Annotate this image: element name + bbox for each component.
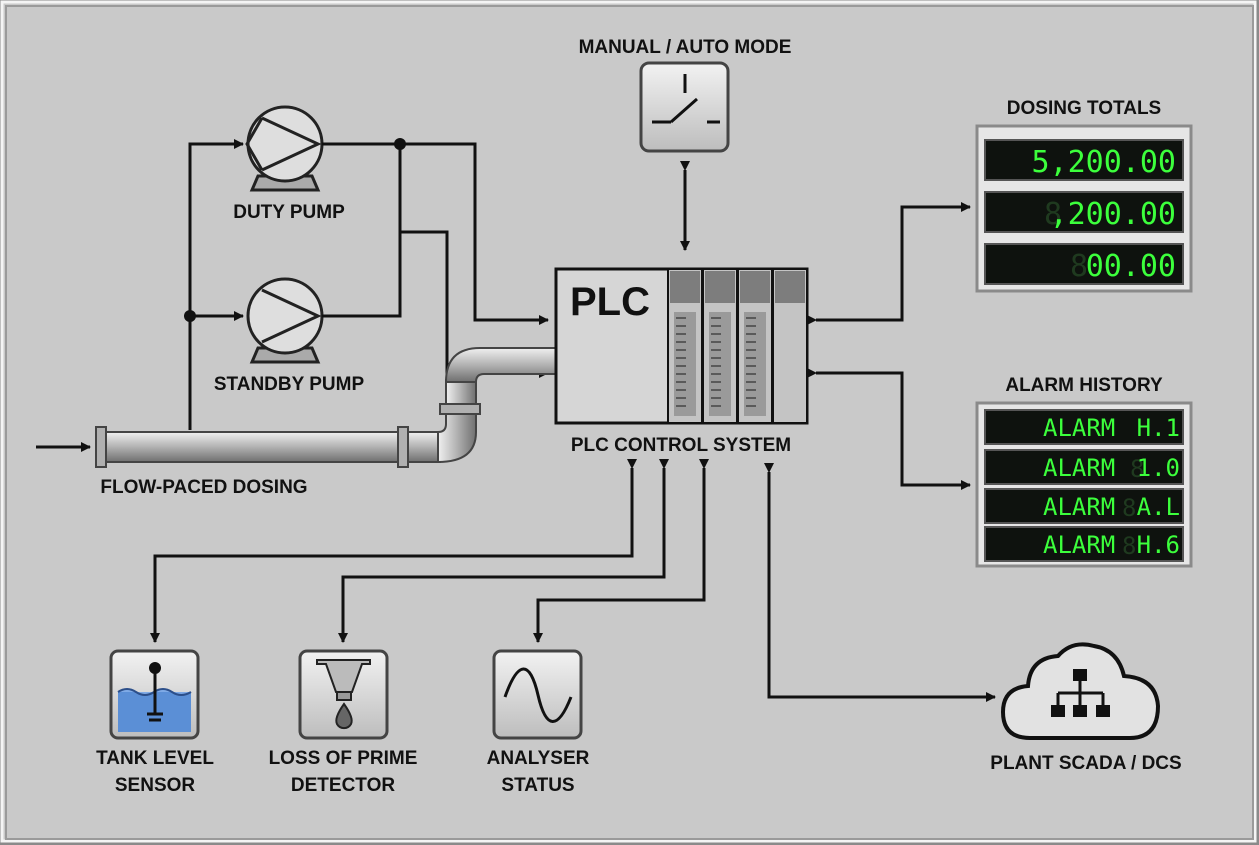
total-value-3: 00.00 [1086,249,1176,284]
analyser-label-1: ANALYSER [487,748,590,769]
analyser-label-2: STATUS [501,775,574,796]
alarm-text-4: ALARM [1043,531,1115,559]
alarm-ghost-2: 8 [1130,455,1144,483]
scada-label: PLANT SCADA / DCS [990,753,1181,774]
alarm-text-1: ALARM [1043,414,1115,442]
standby-pump-label: STANDBY PUMP [214,374,365,395]
alarm-ghost-4: 8 [1122,532,1136,560]
alarm-ghost-3: 8 [1122,494,1136,522]
total-ghost-3: 8 [1070,249,1088,284]
alarm-code-2: 1.0 [1137,454,1180,482]
standby-pump-icon [246,277,324,364]
total-display-1 [984,139,1184,181]
total-ghost-2: 8 [1044,197,1062,232]
alarm-text-2: ALARM [1043,454,1115,482]
dosing-totals-label: DOSING TOTALS [1007,98,1161,119]
alarm-history-panel: ALARM H.1 ALARM 8 1.0 ALARM 8 A.L ALARM … [975,401,1193,568]
alarm-history-label: ALARM HISTORY [1005,375,1163,396]
tank-level-sensor-button[interactable] [109,649,200,740]
manual-auto-switch-button[interactable] [639,61,730,153]
alarm-code-3: A.L [1137,493,1180,521]
plc-title: PLC [570,280,650,324]
nozzle-drop-icon [316,659,371,730]
alarm-code-4: H.6 [1137,531,1180,559]
total-display-2 [984,191,1184,233]
alarm-code-1: H.1 [1137,414,1180,442]
tank-level-label-2: SENSOR [115,775,196,796]
plc-system-label: PLC CONTROL SYSTEM [571,435,791,456]
plc-io-modules [667,268,808,424]
cloud-network-icon[interactable] [1000,642,1161,740]
loss-prime-label-1: LOSS OF PRIME [269,748,418,769]
total-value-1: 5,200.00 [1032,145,1177,180]
dosing-pipe [36,347,557,468]
plc-unit[interactable]: PLC [554,267,809,425]
duty-pump-icon [245,105,324,192]
sensor-link-arrows [150,459,996,702]
dosing-totals-panel: 5,200.00 8 ,200.00 8 00.00 [975,124,1193,293]
total-display-3 [984,243,1184,285]
loss-prime-label-2: DETECTOR [291,775,395,796]
sine-wave-icon [503,667,573,723]
switch-icon [652,74,720,124]
tank-level-label-1: TANK LEVEL [96,748,214,769]
duty-pump-label: DUTY PUMP [233,202,345,223]
loss-of-prime-button[interactable] [298,649,389,740]
tank-level-icon [117,662,192,732]
analyser-status-button[interactable] [492,649,583,740]
manual-auto-label: MANUAL / AUTO MODE [579,37,792,58]
total-value-2: ,200.00 [1050,197,1176,232]
flow-paced-label: FLOW-PACED DOSING [100,477,307,498]
alarm-text-3: ALARM [1043,493,1115,521]
